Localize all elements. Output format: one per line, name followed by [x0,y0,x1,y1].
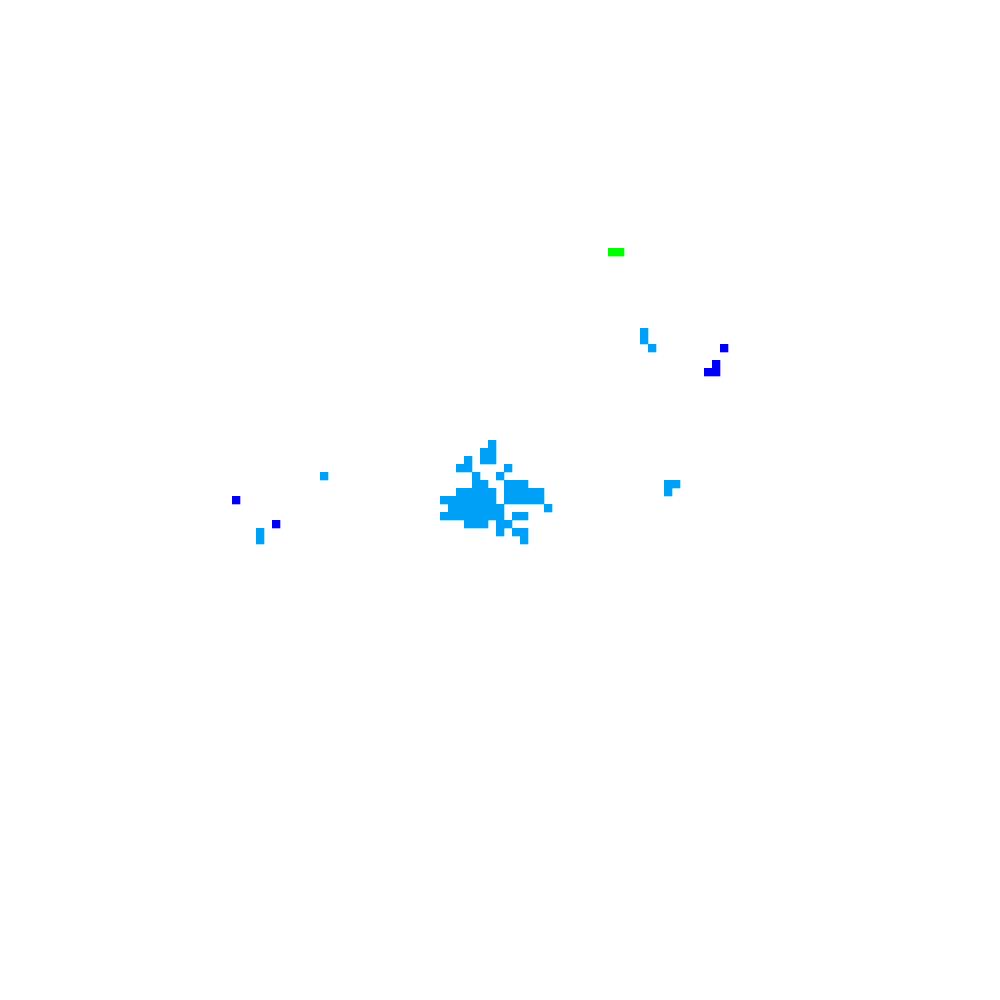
radar-cell [488,496,497,505]
radar-cell [712,360,721,369]
radar-cell [232,496,241,505]
radar-cell [496,472,505,481]
radar-cell [512,512,521,521]
radar-cell [464,504,473,513]
radar-cell [504,488,513,497]
radar-cell [488,440,497,449]
east-cluster [664,480,681,497]
radar-cell [464,496,473,505]
radar-cell [272,520,281,529]
radar-cell [472,472,481,481]
radar-cell [704,368,713,377]
radar-cell [480,520,489,529]
radar-cell [456,512,465,521]
radar-cell [488,512,497,521]
radar-cell [720,344,729,353]
radar-cell [504,520,513,529]
radar-cell [664,488,673,497]
radar-cell [512,496,521,505]
radar-cell [472,480,481,489]
radar-cell [520,536,529,545]
radar-cell [544,504,553,513]
southwest-cells [256,528,265,545]
radar-cell [456,464,465,473]
radar-cells-layer [232,248,729,545]
radar-cell [480,488,489,497]
radar-cell [456,504,465,513]
radar-cell [496,512,505,521]
northeast-cluster [640,328,657,353]
radar-cell [520,528,529,537]
north-green-cells [608,248,625,257]
radar-cell [520,488,529,497]
radar-cell [256,536,265,545]
radar-cell [488,504,497,513]
radar-cell [480,480,489,489]
radar-cell [456,496,465,505]
radar-cell [464,488,473,497]
radar-cell [520,480,529,489]
radar-cell [664,480,673,489]
radar-cell [480,504,489,513]
radar-cell [472,504,481,513]
radar-cell [464,456,473,465]
radar-cell [520,496,529,505]
radar-cell [456,488,465,497]
radar-cell [464,512,473,521]
radar-cell [480,448,489,457]
radar-cell [448,496,457,505]
radar-cell [448,504,457,513]
west-cell [320,472,329,481]
radar-cell [712,368,721,377]
radar-cell [512,528,521,537]
radar-cell [480,456,489,465]
radar-cell [320,472,329,481]
radar-cell [472,496,481,505]
radar-cell [528,488,537,497]
radar-cell [472,488,481,497]
central-cluster [440,440,553,545]
radar-cell [256,528,265,537]
radar-cell [464,520,473,529]
radar-cell [440,496,449,505]
radar-cell [504,496,513,505]
radar-cell [672,480,681,489]
radar-cell [504,480,513,489]
radar-cell [520,512,529,521]
radar-cell [608,248,617,257]
radar-cell [488,456,497,465]
radar-cell [472,520,481,529]
radar-cell [496,504,505,513]
radar-cell [464,464,473,473]
radar-cell [480,512,489,521]
radar-cell [488,488,497,497]
radar-cell [512,480,521,489]
radar-cell [480,496,489,505]
radar-cell [512,488,521,497]
radar-cell [504,464,513,473]
radar-cell [640,336,649,345]
radar-cell [616,248,625,257]
radar-cell [496,528,505,537]
radar-cell [488,448,497,457]
northeast-dark-cluster [704,344,729,377]
radar-cell [440,512,449,521]
radar-cell [448,512,457,521]
west-dark-cells [232,496,281,529]
radar-cell [472,512,481,521]
radar-cell [536,488,545,497]
radar-cell [640,328,649,337]
radar-cell [496,520,505,529]
radar-cell [648,344,657,353]
radar-cell [528,496,537,505]
radar-cell [536,496,545,505]
